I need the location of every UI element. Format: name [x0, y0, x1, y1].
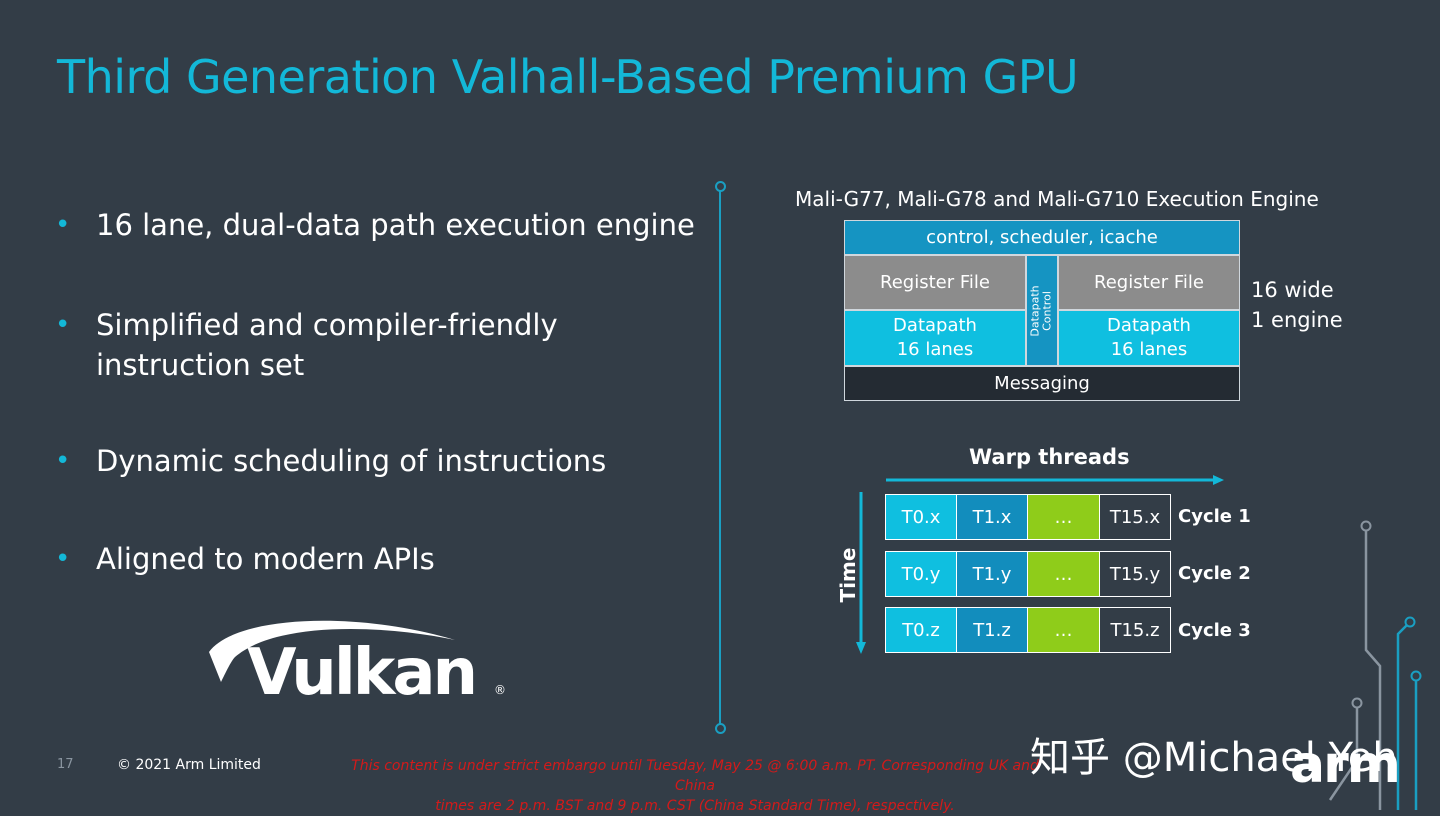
- side-note-width: 16 wide: [1251, 278, 1334, 302]
- thread-cell-ellipsis: …: [1027, 607, 1100, 653]
- bullet-text: Aligned to modern APIs: [96, 542, 435, 576]
- registered-mark: ®: [494, 683, 506, 697]
- engine-side-note: 16 wide 1 engine: [1251, 275, 1343, 335]
- embargo-line: This content is under strict embargo unt…: [351, 758, 1039, 794]
- cycle-label: Cycle 2: [1178, 563, 1251, 584]
- bullet-dot: •: [55, 446, 71, 476]
- thread-cell-ellipsis: …: [1027, 494, 1100, 540]
- thread-cell: T1.z: [956, 607, 1028, 653]
- thread-cell-ellipsis: …: [1027, 551, 1100, 597]
- thread-cell: T0.y: [885, 551, 957, 597]
- control-scheduler-block: control, scheduler, icache: [844, 220, 1240, 255]
- embargo-notice: This content is under strict embargo unt…: [330, 756, 1060, 816]
- divider-bottom-node: [715, 723, 726, 734]
- vulkan-swoosh: [209, 620, 455, 682]
- circuit-decoration: [1328, 520, 1422, 810]
- cycle-label: Cycle 1: [1178, 506, 1251, 527]
- datapath-right: Datapath 16 lanes: [1058, 310, 1240, 366]
- arm-logo: arm: [1290, 735, 1401, 795]
- page-number: 17: [57, 757, 74, 772]
- execution-engine-diagram: control, scheduler, icache Register File…: [844, 220, 1240, 401]
- warp-threads-label: Warp threads: [969, 445, 1130, 469]
- thread-cell: T15.z: [1099, 607, 1171, 653]
- slide-title: Third Generation Valhall-Based Premium G…: [57, 50, 1079, 104]
- bullet-text: 16 lane, dual-data path execution engine: [96, 208, 695, 242]
- embargo-line: times are 2 p.m. BST and 9 p.m. CST (Chi…: [435, 798, 955, 814]
- thread-cell: T1.y: [956, 551, 1028, 597]
- vulkan-logo: Vulkan ®: [209, 620, 506, 700]
- thread-cell: T15.x: [1099, 494, 1171, 540]
- register-file-right: Register File: [1058, 255, 1240, 310]
- warp-arrow: [886, 475, 1224, 485]
- messaging-block: Messaging: [844, 366, 1240, 401]
- time-arrow: [856, 492, 866, 654]
- cycle-label: Cycle 3: [1178, 620, 1251, 641]
- bullet-dot: •: [55, 310, 71, 340]
- bullet-text: Simplified and compiler-friendly instruc…: [96, 308, 558, 382]
- vertical-divider: [719, 190, 721, 725]
- thread-cell: T0.z: [885, 607, 957, 653]
- vulkan-wordmark: Vulkan: [247, 636, 475, 700]
- datapath-control-block: Datapath Control: [1026, 255, 1058, 366]
- bullet-dot: •: [55, 210, 71, 240]
- side-note-count: 1 engine: [1251, 308, 1343, 332]
- thread-cell: T15.y: [1099, 551, 1171, 597]
- watermark: 知乎 @Michael Yeh: [1030, 735, 1398, 781]
- time-label: Time: [836, 547, 860, 603]
- thread-cell: T1.x: [956, 494, 1028, 540]
- bullet-dot: •: [55, 544, 71, 574]
- copyright: © 2021 Arm Limited: [117, 757, 261, 773]
- divider-top-node: [715, 181, 726, 192]
- thread-cell: T0.x: [885, 494, 957, 540]
- bullet-text: Dynamic scheduling of instructions: [96, 444, 607, 478]
- datapath-left: Datapath 16 lanes: [844, 310, 1026, 366]
- register-file-left: Register File: [844, 255, 1026, 310]
- datapath-control-label: Datapath Control: [1029, 284, 1054, 337]
- engine-diagram-title: Mali-G77, Mali-G78 and Mali-G710 Executi…: [795, 187, 1319, 211]
